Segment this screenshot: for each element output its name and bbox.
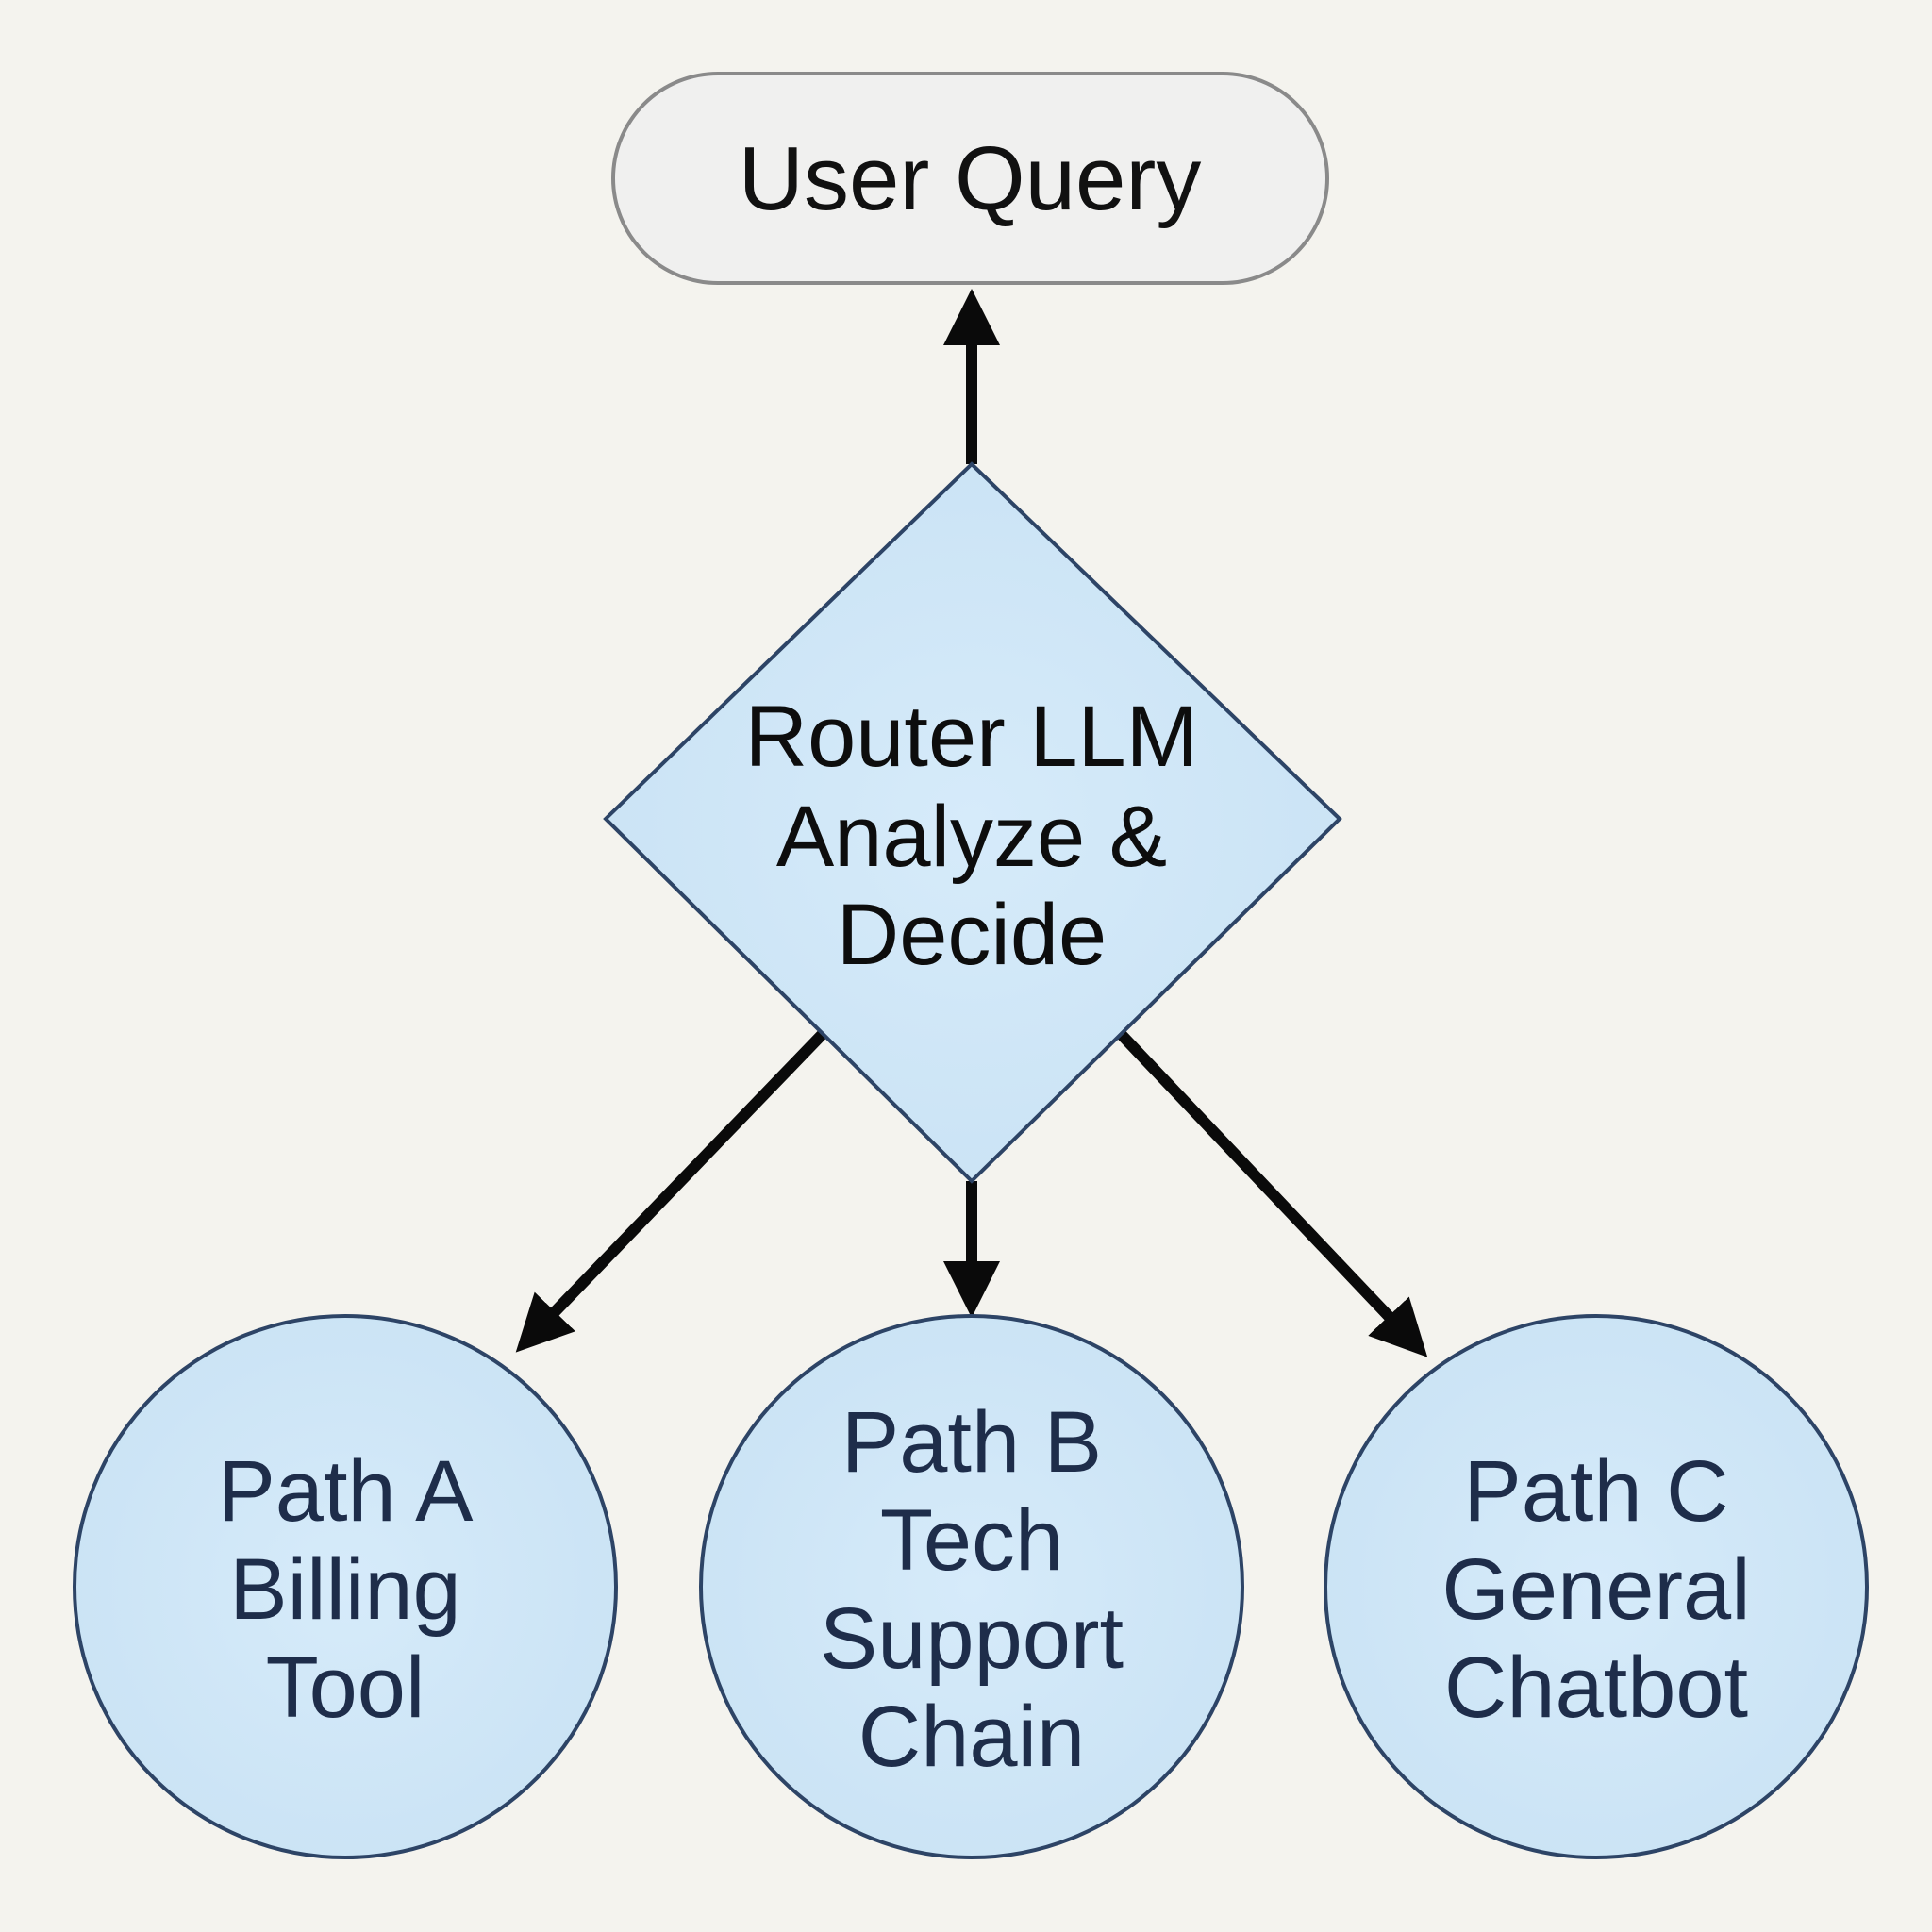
arrow-router-to-path-c xyxy=(1116,1029,1428,1357)
path-c-label-line-1: Path C xyxy=(1463,1443,1728,1540)
path-b-shape xyxy=(699,1314,1244,1859)
path-a-label-line-3: Tool xyxy=(266,1640,425,1736)
path-c-node: Path C General Chatbot xyxy=(1324,1314,1869,1859)
router-label-line-1: Router LLM xyxy=(745,689,1199,785)
router-label-line-3: Decide xyxy=(837,887,1107,983)
user-query-shape xyxy=(611,72,1329,285)
arrow-router-to-path-a xyxy=(515,1029,827,1353)
user-query-label: User Query xyxy=(739,128,1202,229)
connectors xyxy=(515,289,1428,1357)
path-a-node: Path A Billing Tool xyxy=(73,1314,618,1859)
path-b-node: Path B Tech Support Chain xyxy=(699,1314,1244,1859)
path-b-label-line-1: Path B xyxy=(841,1394,1102,1491)
path-b-label-line-4: Chain xyxy=(858,1689,1085,1785)
path-a-shape xyxy=(73,1314,618,1859)
path-b-label-line-3: Support xyxy=(820,1591,1124,1687)
path-c-shape xyxy=(1324,1314,1869,1859)
path-a-label-line-2: Billing xyxy=(229,1541,460,1638)
router-decision-shape xyxy=(603,461,1342,1184)
path-a-label-line-1: Path A xyxy=(217,1443,474,1540)
path-c-label-line-2: General xyxy=(1441,1541,1750,1638)
user-query-node: User Query xyxy=(611,72,1329,285)
path-c-label-line-3: Chatbot xyxy=(1444,1640,1748,1736)
router-label-line-2: Analyze & xyxy=(776,789,1167,885)
path-b-label-line-2: Tech xyxy=(880,1492,1063,1589)
router-decision-node: Router LLM Analyze & Decide xyxy=(603,461,1342,1184)
